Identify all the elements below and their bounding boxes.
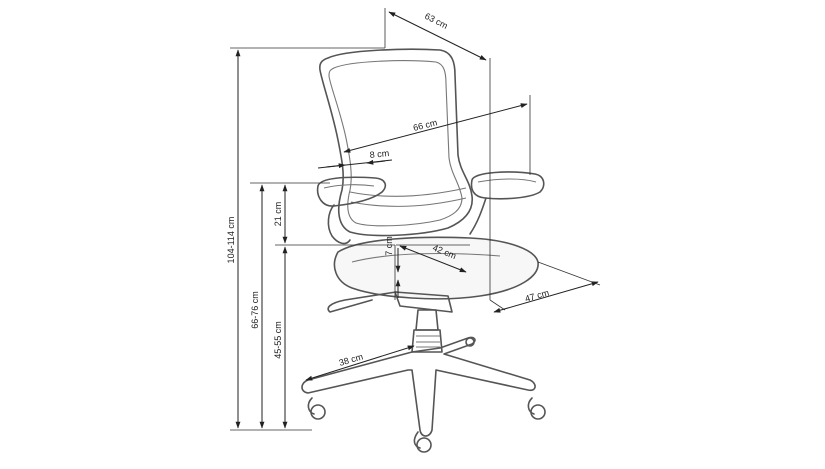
chair-drawing xyxy=(301,48,546,453)
backrest-inner xyxy=(328,60,463,227)
label-arm-height: 66-76 cm xyxy=(250,291,260,329)
dim-line-depth-top xyxy=(388,11,487,61)
left-armrest xyxy=(316,176,387,207)
adjust-lever xyxy=(327,291,397,313)
label-depth-top: 63 cm xyxy=(423,11,449,31)
label-seat-thickness: 7 cm xyxy=(384,236,394,256)
right-arm-support xyxy=(469,197,487,235)
label-seat-depth: 47 cm xyxy=(524,288,550,304)
dim-line-base-radius xyxy=(305,345,415,381)
dim-line-width-arms xyxy=(343,103,528,153)
casters xyxy=(307,337,546,453)
dim-line-seat-depth xyxy=(493,281,599,313)
star-base xyxy=(301,336,536,437)
lumbar-band xyxy=(349,187,467,197)
backrest-outer xyxy=(319,48,473,237)
label-arm-width: 8 cm xyxy=(369,148,389,160)
seat-mechanism xyxy=(394,291,453,313)
label-seat-height: 45-55 cm xyxy=(273,321,283,359)
dimension-lines xyxy=(230,8,601,431)
right-armrest xyxy=(470,171,545,200)
dimension-labels: 63 cm 66 cm 8 cm 104-114 cm 66-76 cm 45-… xyxy=(226,11,550,368)
gas-cylinder xyxy=(415,309,439,331)
label-arm-above-seat: 21 cm xyxy=(273,202,283,227)
label-total-height: 104-114 cm xyxy=(226,217,236,264)
dim-line-seat-width xyxy=(399,245,467,273)
left-arm-support xyxy=(327,204,351,245)
